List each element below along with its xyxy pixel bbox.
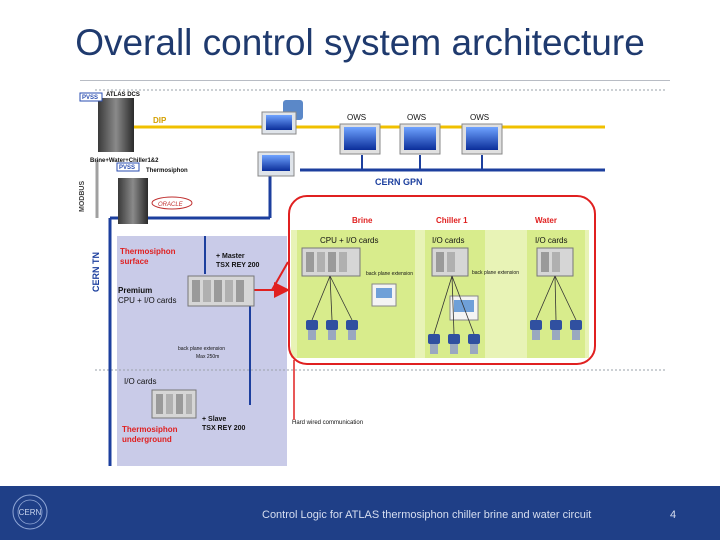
slave-label-line1: + Slave [202, 416, 226, 423]
thermosiphon-pvss-tag: PVSS [119, 165, 135, 171]
slave-label-line2: TSX REY 200 [202, 425, 246, 432]
master-label-line1: + Master [216, 253, 245, 260]
surface-title-line1: Thermosiphon [120, 247, 176, 256]
oracle-label: ORACLE [158, 202, 184, 208]
brine-header: Brine [352, 216, 373, 225]
brine-water-chiller-label: Brine+Water+Chiller1&2 [90, 158, 159, 164]
premium-plc-rack-icon [187, 275, 255, 307]
thermosiphon-server-label: Thermosiphon [146, 168, 188, 174]
backplane-label-line1: back plane extension [178, 346, 225, 352]
thermosiphon-panel [117, 236, 287, 466]
dip-label: DIP [153, 116, 167, 125]
architecture-diagram: PVSS ATLAS DCS Brine+Water+Chiller1&2 PV… [79, 89, 665, 466]
atlas-dcs-label: ATLAS DCS [106, 92, 140, 98]
hardwired-label: Hard wired communication [292, 420, 363, 426]
footer-caption: Control Logic for ATLAS thermosiphon chi… [262, 509, 592, 521]
cern-gpn-label: CERN GPN [375, 177, 423, 187]
cern-logo-text: CERN [19, 508, 42, 517]
backplane-left-label: back plane extension [366, 271, 413, 277]
backplane-right-label: back plane extension [472, 270, 519, 276]
water-cards-label: I/O cards [535, 236, 567, 245]
ows-monitor-icon [461, 123, 503, 155]
footer-bar [0, 486, 720, 540]
valve-icons [306, 320, 582, 344]
underground-title-line2: underground [122, 435, 172, 444]
ows-label: OWS [347, 113, 366, 122]
atlas-dcs-pvss-tag: PVSS [82, 95, 98, 101]
underground-io-label: I/O cards [124, 377, 156, 386]
premium-label-line2: CPU + I/O cards [118, 296, 176, 305]
premium-label-line1: Premium [118, 286, 152, 295]
page-number: 4 [670, 509, 677, 521]
modbus-label: MODBUS [79, 181, 86, 212]
cern-logo-icon: CERN [12, 494, 48, 530]
chiller-cards-label: I/O cards [432, 236, 464, 245]
field-wiring [311, 275, 577, 335]
ows-label: OWS [407, 113, 426, 122]
backplane-label-line2: Max 250m [196, 354, 219, 360]
chiller-plc-rack-icon [431, 247, 469, 277]
chiller-header: Chiller 1 [436, 216, 468, 225]
brine-cards-label: CPU + I/O cards [320, 236, 378, 245]
surface-title-line2: surface [120, 257, 149, 266]
water-plc-rack-icon [536, 247, 574, 277]
ows-monitor-icon [399, 123, 441, 155]
cern-tn-label: CERN TN [91, 252, 101, 292]
atlas-dcs-server-icon [98, 98, 134, 152]
slide-title: Overall control system architecture [75, 22, 645, 63]
water-header: Water [535, 216, 557, 225]
underground-title-line1: Thermosiphon [122, 425, 178, 434]
ows-label: OWS [470, 113, 489, 122]
plant-boundary [288, 195, 596, 365]
underground-plc-rack-icon [151, 389, 197, 419]
title-divider [80, 80, 670, 81]
ows-monitor-icon [339, 123, 381, 155]
oracle-database-icon [151, 196, 193, 210]
brine-plc-rack-icon [301, 247, 361, 277]
thermosiphon-server-icon [118, 178, 148, 224]
master-label-line2: TSX REY 200 [216, 262, 260, 269]
